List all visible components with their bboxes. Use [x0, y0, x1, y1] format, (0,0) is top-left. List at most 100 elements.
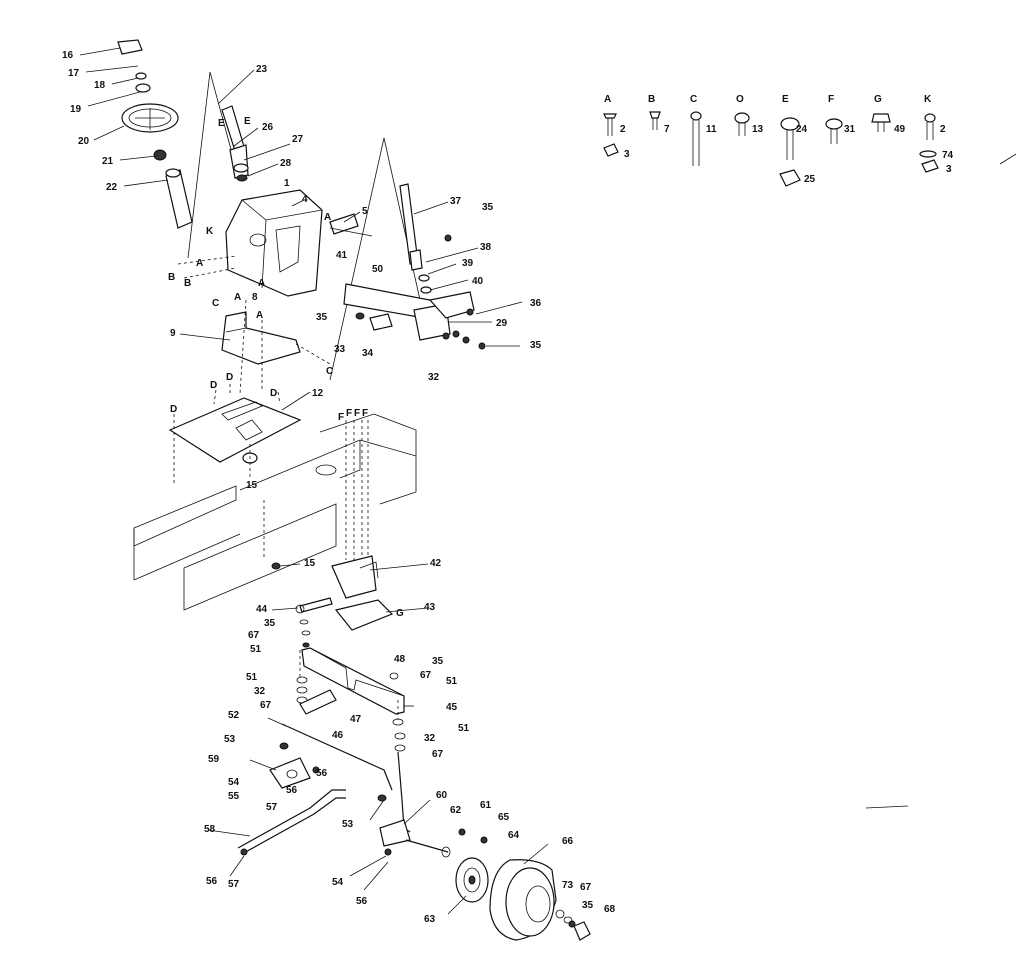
callout-label: E [218, 118, 225, 129]
tractor-frame [133, 413, 417, 611]
callout-label: 32 [424, 733, 436, 744]
callout-label: 50 [372, 264, 384, 275]
hardware-letter: E [782, 94, 789, 105]
front-axle [296, 647, 406, 752]
callout-label: 51 [446, 676, 458, 687]
callout-label: 35 [582, 900, 594, 911]
callout-label: 20 [78, 136, 90, 147]
callout-label: 57 [266, 802, 278, 813]
callout-label: 34 [362, 348, 374, 359]
hardware-extra-number: 3 [624, 149, 630, 160]
callout-label: 1 [284, 178, 290, 189]
callout-label: 26 [262, 122, 274, 133]
callout-label: 57 [228, 879, 240, 890]
callout-label: 35 [316, 312, 328, 323]
steering-wheel-assembly [117, 39, 249, 259]
callout-label: 42 [430, 558, 442, 569]
callout-label: E [244, 116, 251, 127]
callout-label: 46 [332, 730, 344, 741]
callout-label: 32 [254, 686, 266, 697]
callout-label: F [354, 408, 360, 419]
callout-label: 40 [472, 276, 484, 287]
callout-label: A [324, 212, 331, 223]
callout-label: 32 [428, 372, 440, 383]
callout-label: 16 [62, 50, 74, 61]
hardware-part-number: 7 [664, 124, 670, 135]
callout-label: 63 [424, 914, 436, 925]
callout-label: 23 [256, 64, 268, 75]
callout-label: 60 [436, 790, 448, 801]
hardware-extra-number: 74 [942, 150, 954, 161]
hardware-letter: A [604, 94, 611, 105]
callout-label: 61 [480, 800, 492, 811]
callout-label: 51 [458, 723, 470, 734]
steering-housing [177, 189, 373, 297]
hardware-part-number: 2 [940, 124, 946, 135]
steering-support-plates [168, 299, 331, 484]
callout-label: 21 [102, 156, 114, 167]
callout-label: D [270, 388, 277, 399]
callout-label: 12 [312, 388, 324, 399]
callout-label: 19 [70, 104, 82, 115]
callout-label: 37 [450, 196, 462, 207]
callout-label: 39 [462, 258, 474, 269]
callout-label: 56 [206, 876, 218, 887]
callout-label: K [206, 226, 214, 237]
callout-label: 29 [496, 318, 508, 329]
callout-label: 65 [498, 812, 510, 823]
callout-label: 53 [224, 734, 236, 745]
callout-label: 67 [420, 670, 432, 681]
hardware-part-number: 31 [844, 124, 856, 135]
hardware-letter: F [828, 94, 834, 105]
callout-label: 4 [302, 194, 308, 205]
callout-label: 9 [170, 328, 176, 339]
leader-lines [79, 47, 1017, 915]
callout-label: A [196, 258, 203, 269]
hardware-part-number: 24 [796, 124, 808, 135]
drag-link-assembly [329, 137, 486, 381]
callout-label: 67 [580, 882, 592, 893]
callout-label: 35 [264, 618, 276, 629]
callout-label: A [256, 310, 263, 321]
callout-label: 43 [424, 602, 436, 613]
callout-label: 58 [204, 824, 216, 835]
hardware-letter: B [648, 94, 655, 105]
callout-label: 52 [228, 710, 240, 721]
callout-label: D [170, 404, 177, 415]
hardware-letter: C [690, 94, 697, 105]
hardware-letter: O [736, 94, 744, 105]
callout-label: G [396, 608, 404, 619]
callout-label: F [346, 408, 352, 419]
hardware-part-number: 11 [706, 124, 717, 135]
callout-label: A [234, 292, 241, 303]
callout-label: 53 [342, 819, 354, 830]
callout-label: C [326, 366, 333, 377]
callout-label: 48 [394, 654, 406, 665]
callout-label: B [184, 278, 191, 289]
callout-label: 56 [316, 768, 328, 779]
callout-label: F [338, 412, 344, 423]
callout-label: 41 [336, 250, 348, 261]
hardware-letter: K [924, 94, 932, 105]
callout-label: 35 [432, 656, 444, 667]
callout-label: 62 [450, 805, 462, 816]
callout-label: 15 [304, 558, 316, 569]
callout-label: 35 [530, 340, 542, 351]
callout-label: 54 [332, 877, 344, 888]
front-wheel [455, 857, 591, 941]
callout-label: 44 [256, 604, 268, 615]
callout-label: D [210, 380, 217, 391]
callout-label: 35 [482, 202, 494, 213]
callout-label: F [362, 408, 368, 419]
callout-label: B [168, 272, 175, 283]
callout-label: 27 [292, 134, 304, 145]
hardware-part-number: 13 [752, 124, 764, 135]
hardware-extra-number: 25 [804, 174, 816, 185]
callout-label: 64 [508, 830, 520, 841]
callout-label: A [258, 278, 265, 289]
callout-label: 55 [228, 791, 240, 802]
callout-label: 28 [280, 158, 292, 169]
